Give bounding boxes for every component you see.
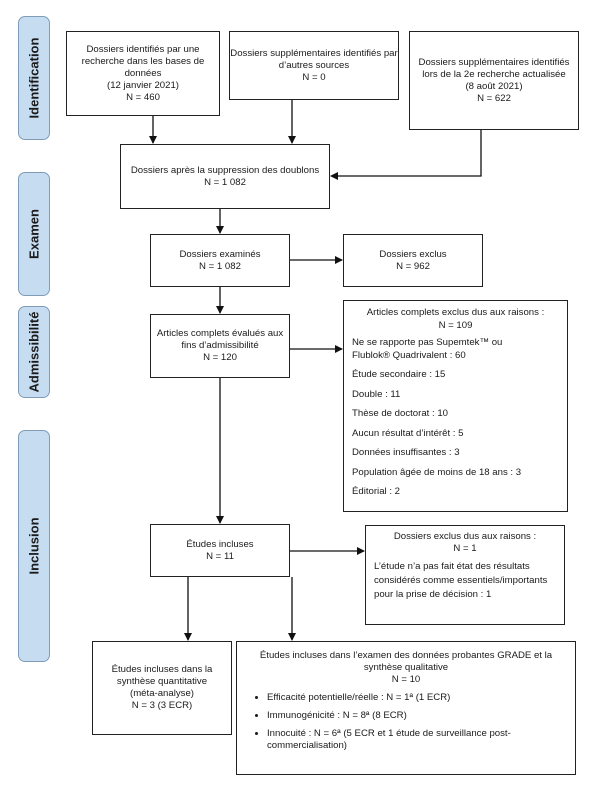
- box-excluded: Dossiers exclus N = 962: [343, 234, 483, 287]
- box-quantitative-synthesis: Études incluses dans la synthèse quantit…: [92, 641, 232, 735]
- full-text-excluded-title: Articles complets exclus dus aux raisons…: [366, 307, 545, 331]
- records-excluded-title: Dossiers exclus dus aux raisons : N = 1: [393, 531, 537, 554]
- exclusion-reason: Double : 11: [352, 388, 401, 400]
- grade-item-efficacy: Efficacité potentielle/réelle : N = 1ª (…: [267, 692, 567, 704]
- box-grade-synthesis: Études incluses dans l’examen des donnée…: [236, 641, 576, 775]
- arrow-second-to-dedup: [330, 130, 482, 180]
- exclusion-reason: Ne se rapporte pas Supemtek™ ou Flublok®…: [352, 337, 503, 361]
- grade-synthesis-title: Études incluses dans l’examen des donnée…: [259, 650, 553, 685]
- phase-examen: Examen: [18, 172, 50, 296]
- exclusion-reason: Aucun résultat d’intérêt : 5: [352, 427, 464, 439]
- box-full-text-assessed: Articles complets évalués aux fins d’adm…: [150, 314, 290, 378]
- box-database-search: Dossiers identifiés par une recherche da…: [66, 31, 220, 116]
- exclusion-reason: Population âgée de moins de 18 ans : 3: [352, 466, 522, 478]
- phase-inclusion: Inclusion: [18, 430, 50, 662]
- box-records-excluded: Dossiers exclus dus aux raisons : N = 1 …: [365, 525, 565, 625]
- exclusion-reason: Étude secondaire : 15: [352, 369, 446, 380]
- phase-identification: Identification: [18, 16, 50, 140]
- grade-item-immunogenicity: Immunogénicité : N = 8ª (8 ECR): [267, 710, 567, 722]
- box-dedup: Dossiers après la suppression des doublo…: [120, 144, 330, 209]
- box-screened: Dossiers examinés N = 1 082: [150, 234, 290, 287]
- exclusion-reason: Éditorial : 2: [352, 486, 400, 497]
- exclusion-reason: Données insuffisantes : 3: [352, 447, 460, 458]
- records-excluded-reason: L’étude n’a pas fait état des résultats …: [374, 561, 548, 600]
- phase-admissibilite: Admissibilité: [18, 306, 50, 398]
- box-included-studies: Études incluses N = 11: [150, 524, 290, 577]
- box-other-sources: Dossiers supplémentaires identifiés par …: [229, 31, 399, 100]
- box-second-search: Dossiers supplémentaires identifiés lors…: [409, 31, 579, 130]
- grade-item-safety: Innocuité : N = 6ª (5 ECR et 1 étude de …: [267, 728, 567, 752]
- exclusion-reason: Thèse de doctorat : 10: [352, 408, 448, 419]
- box-full-text-excluded: Articles complets exclus dus aux raisons…: [343, 300, 568, 512]
